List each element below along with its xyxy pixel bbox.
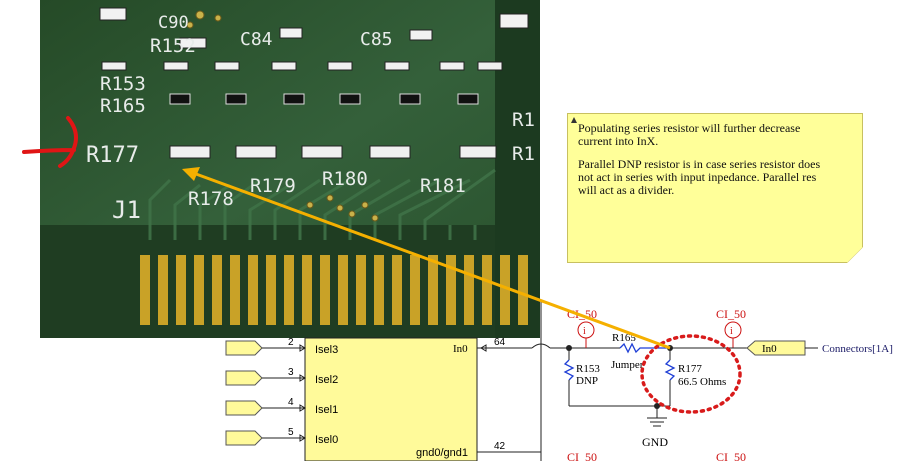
silk-r153: R153 xyxy=(100,73,146,95)
note-marker-icon xyxy=(571,117,577,123)
silk-c85: C85 xyxy=(360,29,393,50)
r153-name: R153 xyxy=(576,363,600,375)
silk-c90: C90 xyxy=(158,13,189,33)
sticky-note: Populating series resistor will further … xyxy=(567,113,863,263)
net-42: 42 xyxy=(494,441,506,452)
in0-port-label: In0 xyxy=(762,343,777,355)
net-64: 64 xyxy=(494,337,506,348)
pin-5: 5 xyxy=(288,427,294,438)
probe-right-icon xyxy=(724,321,742,339)
pcb-photo: C90 R152 C84 C85 R153 R165 R177 R178 R17… xyxy=(40,0,540,338)
r153-value: DNP xyxy=(576,375,598,387)
silk-r179: R179 xyxy=(250,175,296,197)
silk-r180: R180 xyxy=(322,168,368,190)
silk-r1-b: R1 xyxy=(512,143,535,165)
silk-r1-a: R1 xyxy=(512,109,535,131)
probe-left-symbol: i xyxy=(583,326,586,337)
block-pin-in0: In0 xyxy=(453,343,468,355)
callout-arrowhead xyxy=(182,167,200,181)
port-isel1: 4 Isel1 xyxy=(225,397,338,416)
port-isel0: 5 Isel0 xyxy=(225,427,338,446)
ci-bottom-left: CI_50 xyxy=(567,450,597,461)
label-isel0: Isel0 xyxy=(315,434,338,446)
note-paragraph-1: Populating series resistor will further … xyxy=(578,121,801,148)
label-isel3: Isel3 xyxy=(315,344,338,356)
silk-j1: J1 xyxy=(112,196,141,224)
probe-left-icon xyxy=(577,321,595,339)
port-isel3: 2 Isel3 xyxy=(225,337,338,356)
r177-symbol xyxy=(664,359,676,381)
silk-r152: R152 xyxy=(150,35,196,57)
label-isel1: Isel1 xyxy=(315,404,338,416)
pin-3: 3 xyxy=(288,367,294,378)
port-isel2: 3 Isel2 xyxy=(225,367,338,386)
ci-right: CI_50 xyxy=(716,307,746,321)
ci-bottom-right: CI_50 xyxy=(716,450,746,461)
pin-2: 2 xyxy=(288,337,294,348)
connector-ref: Connectors[1A] xyxy=(822,343,893,355)
label-isel2: Isel2 xyxy=(315,374,338,386)
callout-arrow xyxy=(195,172,671,350)
silk-r178: R178 xyxy=(188,188,234,210)
gnd-label: GND xyxy=(642,435,668,449)
block-pin-gnd: gnd0/gnd1 xyxy=(416,447,468,459)
r153-symbol xyxy=(563,359,575,381)
highlight-circle xyxy=(640,334,742,414)
note-fold-icon xyxy=(847,247,863,263)
r177-value: 66.5 Ohms xyxy=(678,376,726,388)
silk-c84: C84 xyxy=(240,29,273,50)
silk-r181: R181 xyxy=(420,175,466,197)
r165-value: Jumper xyxy=(611,359,644,371)
probe-right-symbol: i xyxy=(730,326,733,337)
r177-name: R177 xyxy=(678,363,702,375)
pin-4: 4 xyxy=(288,397,294,408)
red-arrow-mark xyxy=(22,116,78,168)
silk-r165: R165 xyxy=(100,95,146,117)
r165-symbol xyxy=(619,342,670,354)
silk-r177: R177 xyxy=(86,143,139,168)
note-paragraph-2: Parallel DNP resistor is in case series … xyxy=(578,157,821,197)
